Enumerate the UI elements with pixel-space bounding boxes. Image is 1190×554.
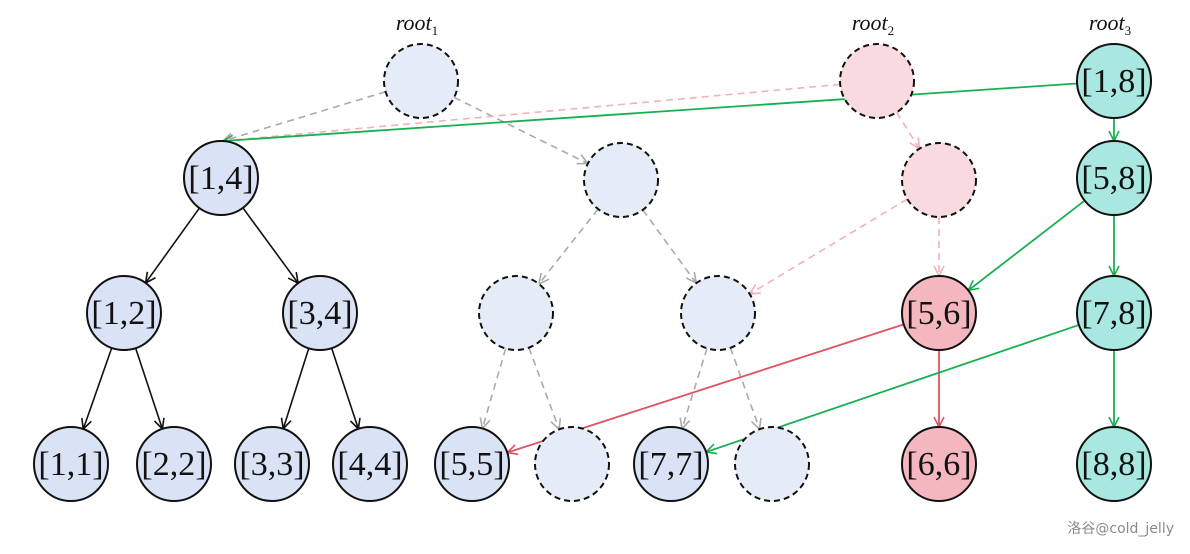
node-label: [1,4] [188,160,253,197]
node-label: [1,8] [1081,63,1146,100]
edge-g56-to-n55 [482,348,507,429]
edge-n14-to-n34 [242,207,298,283]
root-label-base: root [1089,10,1126,35]
root-label-subscript: 1 [432,23,439,38]
tree-node-n12: [1,2] [86,275,162,351]
node-circle [383,43,459,119]
node-label: [3,4] [287,295,352,332]
node-circle [901,142,977,218]
node-circle [478,275,554,351]
edge-n12-to-n11 [83,347,113,429]
tree-node-n88: [8,8] [1076,426,1152,502]
node-label: [7,8] [1081,295,1146,332]
node-circle [583,142,659,218]
node-circle [183,140,259,216]
tree-node-r2 [839,43,915,119]
tree-node-n78: [7,8] [1076,275,1152,351]
root-label-base: root [852,10,889,35]
edge-r2-to-n14 [223,83,841,141]
node-circle [1076,43,1152,119]
root-label-root1: root1 [396,10,438,38]
edge-g56-to-g66 [528,347,559,430]
node-circle [901,426,977,502]
node-label: [5,6] [906,295,971,332]
edges-layer [83,82,1114,452]
tree-node-r1 [383,43,459,119]
tree-node-n66: [6,6] [901,426,977,502]
edge-g58b-to-g78 [750,198,908,294]
node-circle [234,426,310,502]
root-label-root3: root3 [1089,10,1131,38]
tree-node-g66 [534,426,610,502]
root-label-subscript: 3 [1125,23,1132,38]
root-label-subscript: 2 [888,23,895,38]
node-circle [282,275,358,351]
node-label: [4,4] [337,446,402,483]
node-label: [8,8] [1081,446,1146,483]
tree-node-n44: [4,4] [332,426,408,502]
node-label: [5,5] [439,446,504,483]
node-circle [734,426,810,502]
tree-node-g56 [478,275,554,351]
edge-r1-to-g58a [453,96,588,163]
tree-node-n58: [5,8] [1076,140,1152,216]
node-circle [680,275,756,351]
node-circle [534,426,610,502]
edge-g58a-to-g78 [642,209,696,283]
tree-node-n18: [1,8] [1076,43,1152,119]
tree-node-n11: [1,1] [33,426,109,502]
node-circle [1076,140,1152,216]
node-circle [633,426,709,502]
watermark: 洛谷@cold_jelly [1067,521,1174,537]
root-label-base: root [396,10,433,35]
node-circle [839,43,915,119]
nodes-layer: [1,8] [1,4] [5,8] [1,2] [3,4] [5,6] [7,8] [1,1]… [33,43,1152,502]
edge-g58a-to-g56 [539,208,599,284]
root-label-root2: root2 [852,10,894,38]
tree-node-n56: [5,6] [901,275,977,351]
edge-n34-to-n33 [283,348,310,428]
edge-n58-to-n56 [968,199,1086,291]
tree-node-g78 [680,275,756,351]
tree-node-n22: [2,2] [136,426,212,502]
tree-node-n55: [5,5] [434,426,510,502]
node-label: [1,2] [91,295,156,332]
edge-g78-to-g88 [729,347,759,429]
edge-n18-to-n14 [223,82,1078,141]
tree-node-n34: [3,4] [282,275,358,351]
edge-g78-to-n77 [682,348,708,428]
tree-node-g58a [583,142,659,218]
tree-node-n14: [1,4] [183,140,259,216]
edge-r1-to-n14 [223,90,386,141]
node-circle [901,275,977,351]
node-label: [1,1] [38,446,103,483]
tree-node-g58b [901,142,977,218]
node-circle [33,426,109,502]
node-circle [86,275,162,351]
tree-node-n33: [3,3] [234,426,310,502]
node-circle [1076,275,1152,351]
edge-r2-to-g58b [895,111,920,148]
node-circle [136,426,212,502]
node-circle [1076,426,1152,502]
node-label: [7,7] [638,446,703,483]
node-circle [332,426,408,502]
edge-n12-to-n22 [134,347,163,429]
node-label: [5,8] [1081,160,1146,197]
node-circle [434,426,510,502]
node-label: [3,3] [239,446,304,483]
tree-node-n77: [7,7] [633,426,709,502]
node-label: [6,6] [906,446,971,483]
edge-n14-to-n12 [146,207,201,283]
node-label: [2,2] [141,446,206,483]
edge-n34-to-n44 [330,347,359,429]
tree-node-g88 [734,426,810,502]
